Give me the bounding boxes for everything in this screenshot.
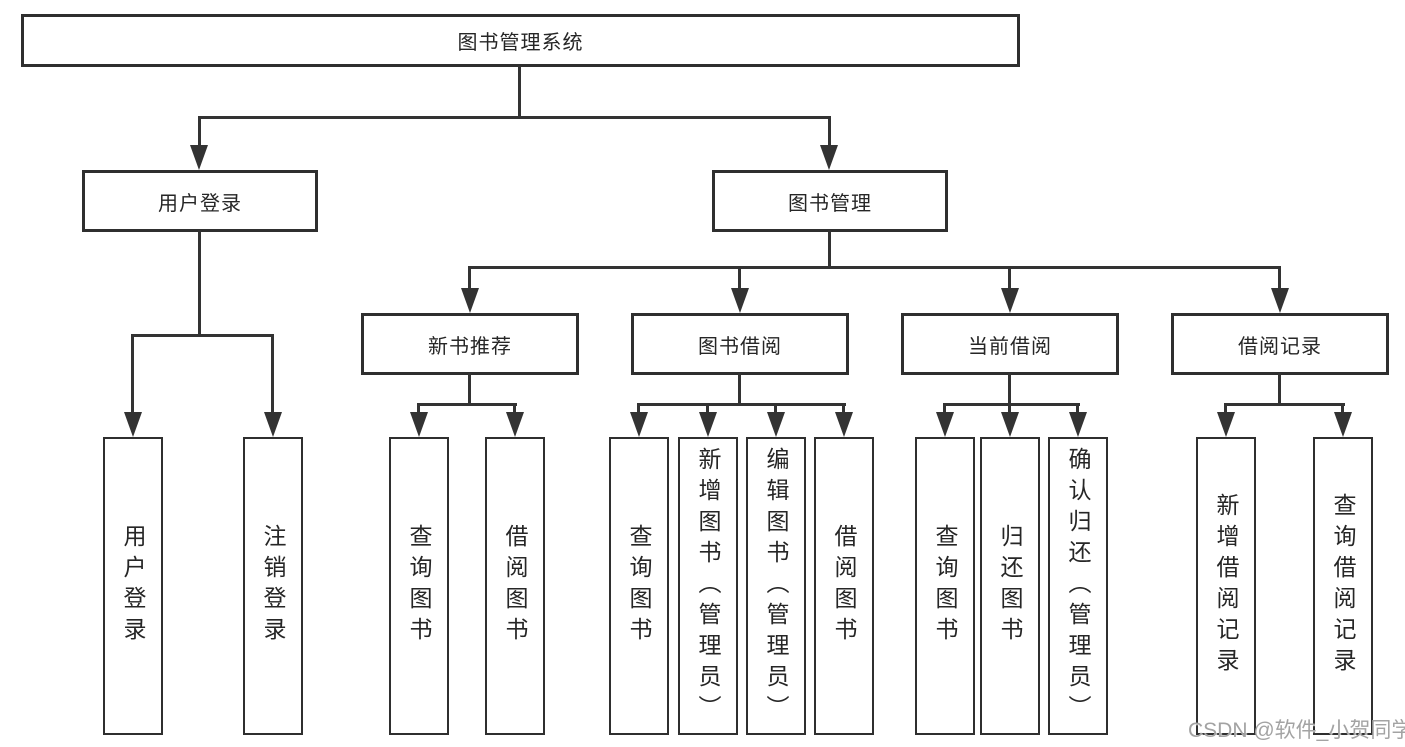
node-cb-return-books: 归还图书 xyxy=(980,437,1040,735)
arrowhead-down-icon xyxy=(1001,288,1019,313)
edge-drop-cb-return xyxy=(1008,403,1011,415)
edge-user-login-stem xyxy=(198,230,201,337)
edge-book-management-branch xyxy=(468,266,1281,269)
edge-drop-new-book-recommend xyxy=(468,266,471,290)
edge-book-borrow-branch xyxy=(637,403,846,406)
node-leaf-logout: 注销登录 xyxy=(243,437,303,735)
edge-user-login-branch xyxy=(131,334,274,337)
node-current-borrow: 当前借阅 xyxy=(901,313,1119,375)
node-library-management-system: 图书管理系统 xyxy=(21,14,1020,67)
edge-current-borrow-stem xyxy=(1008,373,1011,406)
node-bb-borrow-books: 借阅图书 xyxy=(814,437,874,735)
node-cb-confirm-return-admin: 确认归还（管理员） xyxy=(1048,437,1108,735)
arrowhead-down-icon xyxy=(190,145,208,170)
arrowhead-down-icon xyxy=(767,412,785,437)
edge-drop-book-management xyxy=(828,116,831,150)
edge-drop-borrow-records xyxy=(1278,266,1281,290)
node-bb-edit-books-admin: 编辑图书（管理员） xyxy=(746,437,806,735)
arrowhead-down-icon xyxy=(731,288,749,313)
node-new-book-recommend: 新书推荐 xyxy=(361,313,579,375)
arrowhead-down-icon xyxy=(835,412,853,437)
arrowhead-down-icon xyxy=(820,145,838,170)
edge-drop-user-login xyxy=(198,116,201,150)
node-borrow-records: 借阅记录 xyxy=(1171,313,1389,375)
edge-root-branch xyxy=(198,116,831,119)
arrowhead-down-icon xyxy=(1271,288,1289,313)
node-br-add-record: 新增借阅记录 xyxy=(1196,437,1256,735)
arrowhead-down-icon xyxy=(410,412,428,437)
edge-book-management-stem xyxy=(828,230,831,269)
edge-current-borrow-branch xyxy=(943,403,1080,406)
arrowhead-down-icon xyxy=(264,412,282,437)
node-nbr-borrow-books: 借阅图书 xyxy=(485,437,545,735)
edge-new-book-recommend-branch xyxy=(417,403,517,406)
edge-drop-cb-query xyxy=(943,403,946,415)
node-br-query-record: 查询借阅记录 xyxy=(1313,437,1373,735)
edge-drop-nbr-borrow xyxy=(513,403,516,415)
edge-drop-br-query xyxy=(1341,403,1344,415)
edge-drop-leaf-user-login xyxy=(131,334,134,413)
node-user-login: 用户登录 xyxy=(82,170,318,232)
node-bb-query-books: 查询图书 xyxy=(609,437,669,735)
edge-root-stem xyxy=(518,66,521,118)
arrowhead-down-icon xyxy=(1334,412,1352,437)
arrowhead-down-icon xyxy=(1001,412,1019,437)
node-cb-query-books: 查询图书 xyxy=(915,437,975,735)
arrowhead-down-icon xyxy=(699,412,717,437)
arrowhead-down-icon xyxy=(506,412,524,437)
arrowhead-down-icon xyxy=(936,412,954,437)
edge-borrow-records-stem xyxy=(1278,373,1281,406)
edge-drop-br-add xyxy=(1224,403,1227,415)
csdn-watermark: CSDN @软件_小贺同学 xyxy=(1188,719,1405,742)
arrowhead-down-icon xyxy=(1069,412,1087,437)
edge-new-book-recommend-stem xyxy=(468,373,471,406)
edge-drop-bb-add xyxy=(706,403,709,415)
node-book-management: 图书管理 xyxy=(712,170,948,232)
edge-drop-bb-query xyxy=(637,403,640,415)
arrowhead-down-icon xyxy=(461,288,479,313)
edge-drop-book-borrow xyxy=(738,266,741,290)
node-leaf-user-login: 用户登录 xyxy=(103,437,163,735)
edge-drop-leaf-logout xyxy=(271,334,274,413)
arrowhead-down-icon xyxy=(124,412,142,437)
node-book-borrow: 图书借阅 xyxy=(631,313,849,375)
edge-borrow-records-branch xyxy=(1224,403,1345,406)
edge-drop-nbr-query xyxy=(417,403,420,415)
node-bb-add-books-admin: 新增图书（管理员） xyxy=(678,437,738,735)
arrowhead-down-icon xyxy=(630,412,648,437)
node-nbr-query-books: 查询图书 xyxy=(389,437,449,735)
edge-book-borrow-stem xyxy=(738,373,741,406)
edge-drop-current-borrow xyxy=(1008,266,1011,290)
edge-drop-cb-confirm xyxy=(1076,403,1079,415)
edge-drop-bb-edit xyxy=(774,403,777,415)
arrowhead-down-icon xyxy=(1217,412,1235,437)
edge-drop-bb-borrow xyxy=(842,403,845,415)
